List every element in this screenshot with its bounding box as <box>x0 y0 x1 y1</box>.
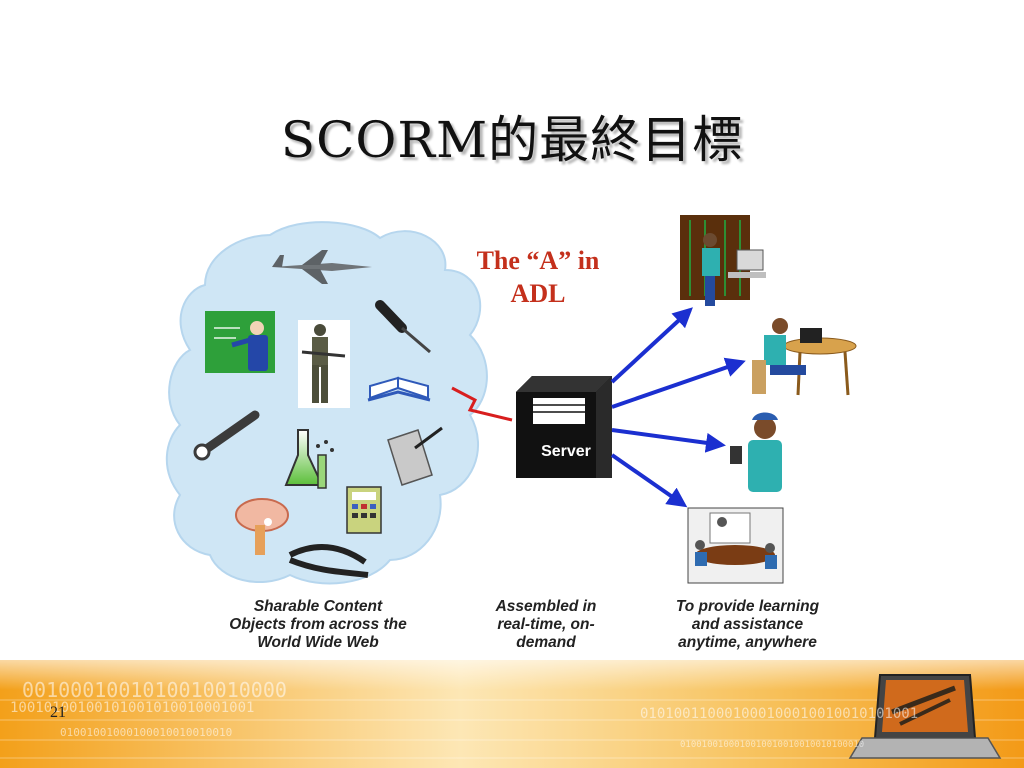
learner-workstation-icon <box>680 215 766 306</box>
screwdriver-icon <box>375 300 431 354</box>
wrench-icon <box>193 410 260 461</box>
delivery-arrows <box>610 307 746 508</box>
fighter-jet-icon <box>272 250 372 284</box>
chemistry-flask-icon <box>284 429 334 489</box>
lightning-connector <box>451 386 513 422</box>
adl-line-2: ADL <box>510 279 566 308</box>
caption-line: demand <box>516 634 576 651</box>
learner-handheld-icon <box>730 412 782 492</box>
slide-title: SCORM的最終目標 <box>280 111 744 169</box>
soldier-icon <box>298 320 350 408</box>
adl-line-1: The “A” in <box>476 246 600 275</box>
meeting-room-icon <box>687 507 784 584</box>
teacher-icon <box>205 311 275 373</box>
caption-line: Objects from across the <box>229 616 407 633</box>
footer-binary-4: 010100110001000100010010010101001 <box>640 706 919 722</box>
calculator-icon <box>346 486 382 534</box>
caption-line: To provide learning <box>675 598 820 615</box>
laptop-icon <box>848 674 1002 759</box>
caption-assembled: Assembled in real-time, on- demand <box>470 598 622 652</box>
footer-binary-1: 0010001001010010010000 <box>22 678 287 702</box>
pliers-icon <box>288 543 369 578</box>
footer-banner <box>0 660 1024 768</box>
footer-binary-3: 01001001000100010010010010 <box>60 726 233 739</box>
caption-line: real-time, on- <box>497 616 595 633</box>
caption-line: Assembled in <box>495 598 597 615</box>
caption-sharable-content: Sharable Content Objects from across the… <box>208 598 428 652</box>
footer-binary-2: 10010100100101001010010001001 <box>10 700 255 716</box>
server-icon <box>516 376 612 478</box>
scorm-diagram <box>165 215 857 585</box>
adl-heading: The “A” in ADL <box>448 244 628 310</box>
caption-line: World Wide Web <box>257 634 379 651</box>
caption-learning-assistance: To provide learning and assistance anyti… <box>655 598 840 652</box>
server-label: Server <box>541 443 591 460</box>
caption-line: and assistance <box>691 616 804 633</box>
caption-line: anytime, anywhere <box>678 634 817 651</box>
learner-laptop-icon <box>752 318 857 396</box>
notepad-pen-icon <box>387 426 443 486</box>
open-book-icon <box>367 376 431 402</box>
brain-icon <box>235 498 289 555</box>
caption-line: Sharable Content <box>253 598 383 615</box>
footer-binary-5: 0100100100010010010010010010100010 <box>680 740 865 750</box>
page-number: 21 <box>50 704 66 721</box>
